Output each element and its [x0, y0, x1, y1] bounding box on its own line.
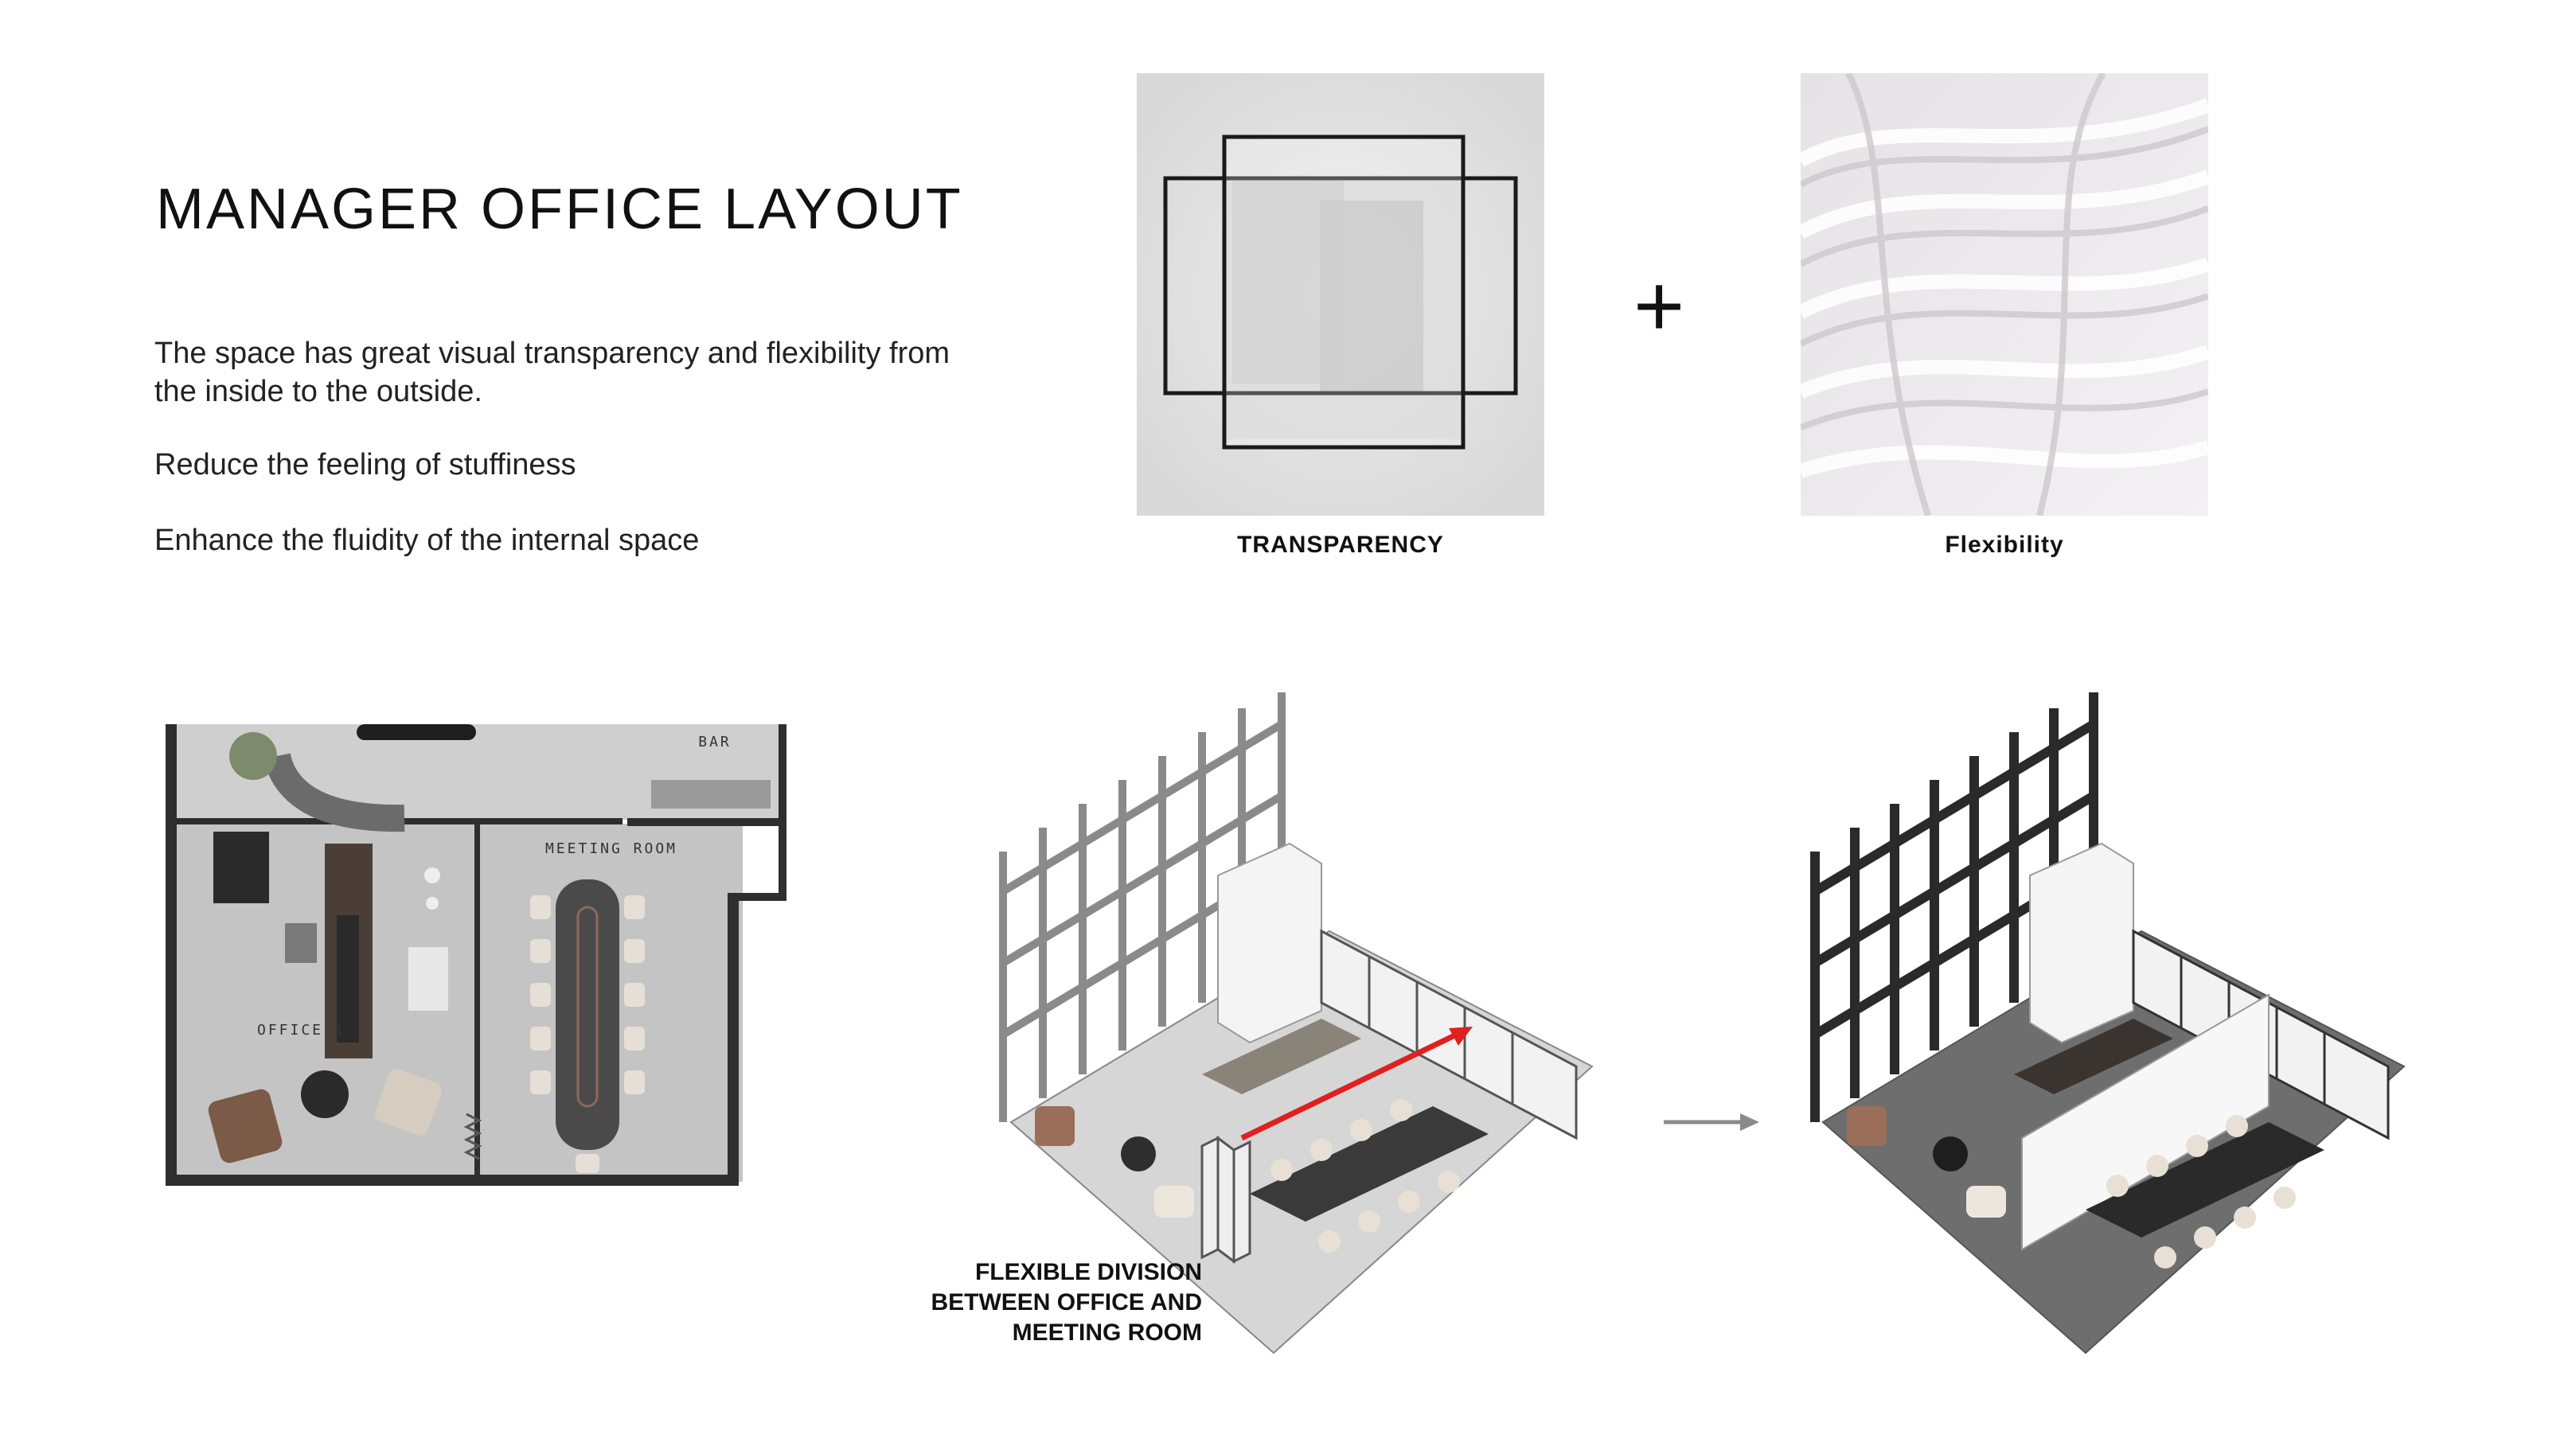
description-paragraph-2: Reduce the feeling of stuffiness — [154, 448, 576, 481]
page-title: MANAGER OFFICE LAYOUT — [156, 177, 963, 241]
floor-plan-image: BAR MEETING ROOM OFFICE 1 — [166, 724, 786, 1186]
annotation-line-3: MEETING ROOM — [1012, 1319, 1202, 1346]
plus-sign: + — [1633, 257, 1685, 355]
transparency-image — [1137, 73, 1544, 516]
plan-label-office: OFFICE 1 — [257, 1022, 345, 1039]
flexibility-image — [1801, 73, 2208, 516]
plan-label-meeting-room: MEETING ROOM — [545, 840, 677, 857]
annotation-line-2: BETWEEN OFFICE AND — [931, 1289, 1202, 1316]
transition-arrow-icon — [1664, 1110, 1759, 1134]
flexibility-caption: Flexibility — [1945, 532, 2064, 558]
description-paragraph-3: Enhance the fluidity of the internal spa… — [154, 524, 700, 557]
annotation-line-1: FLEXIBLE DIVISION — [974, 1259, 1202, 1285]
description-paragraph-1: The space has great visual transparency … — [154, 337, 950, 408]
flexible-division-annotation: FLEXIBLE DIVISION BETWEEN OFFICE AND MEE… — [876, 1257, 1202, 1348]
transparency-caption: TRANSPARENCY — [1237, 532, 1444, 558]
plan-label-bar: BAR — [698, 734, 732, 750]
axonometric-open-image — [987, 692, 1608, 1369]
axonometric-closed-image — [1799, 692, 2420, 1369]
